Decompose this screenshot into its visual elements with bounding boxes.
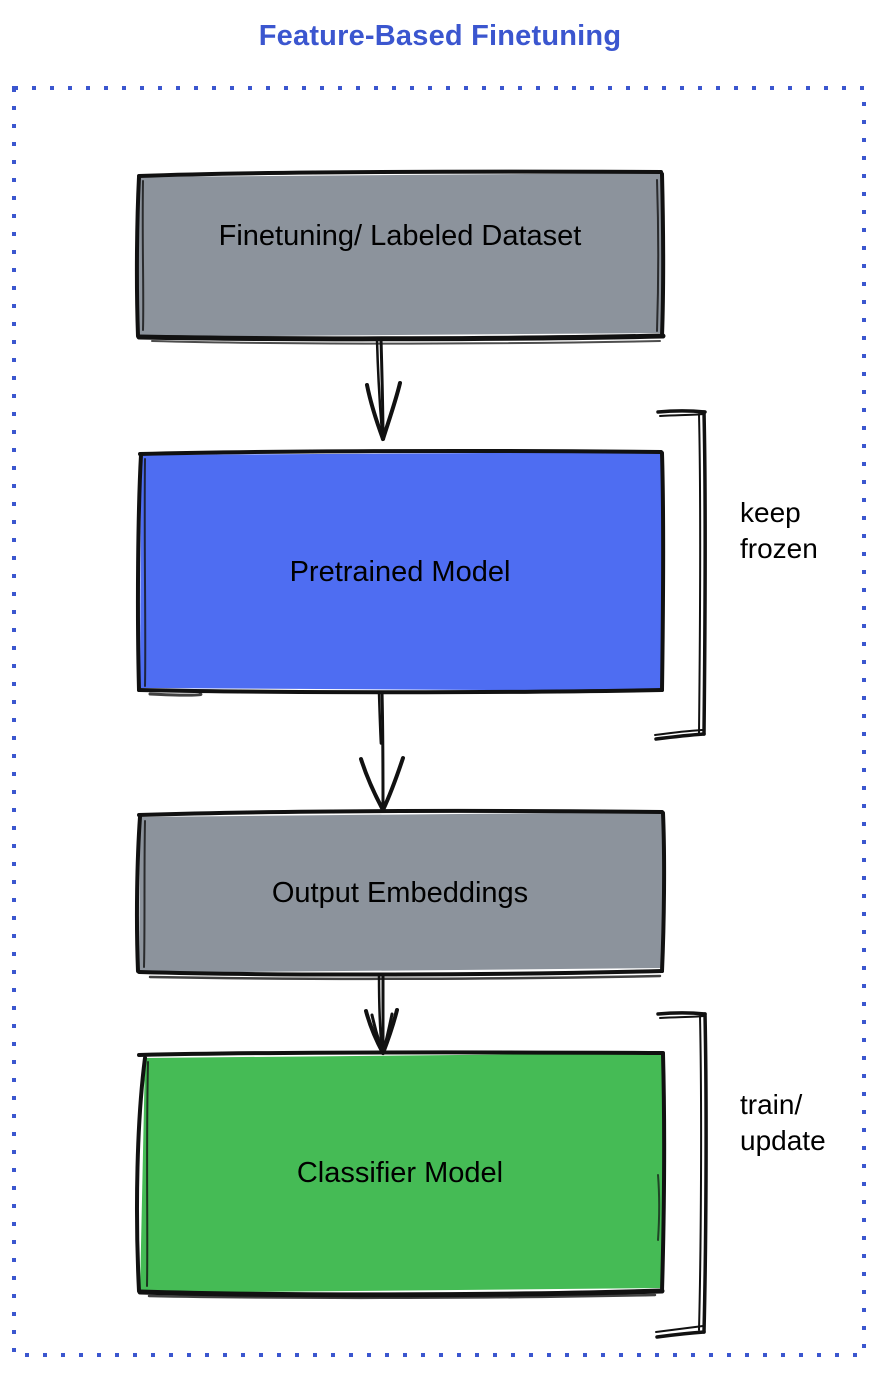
bracket-train-update: [655, 1011, 708, 1339]
bracket-bottom-arm: [655, 1330, 706, 1339]
node-sketch-outline-d: [134, 175, 141, 338]
node-sketch-outline-g: [657, 1174, 661, 1241]
node-sketch-outline-e: [146, 1061, 149, 1287]
bracket-label-train-update: train/ update: [740, 1089, 826, 1156]
node-sketch-outline-c: [137, 688, 664, 695]
bracket-spine-second: [698, 413, 702, 734]
node-sketch-outline-g: [151, 340, 661, 345]
node-sketch-outline-a: [137, 809, 664, 817]
node-sketch-outline-f: [148, 692, 203, 697]
arrow-shaft: [380, 690, 385, 810]
node-sketch-outline-f: [656, 179, 660, 332]
node-sketch-outline-b: [660, 172, 666, 338]
dashed-container-border: [12, 86, 866, 1357]
arrow-dataset-to-pretrained: [365, 337, 402, 441]
node-sketch-outline-e: [141, 180, 145, 331]
arrow-shaft-second-stroke: [375, 338, 384, 434]
node-classifier-model[interactable]: [135, 1050, 667, 1300]
arrow-head-left: [365, 383, 385, 441]
node-fill: [139, 812, 663, 973]
bracket-keep-frozen: [654, 409, 707, 741]
page-title: Feature-Based Finetuning: [258, 20, 622, 52]
node-sketch-outline-b: [660, 1052, 667, 1293]
node-sketch-outline-c: [137, 1288, 665, 1298]
arrow-embeddings-to-classifier: [364, 972, 399, 1055]
node-pretrained-model[interactable]: [135, 448, 666, 697]
node-sketch-outline-d: [135, 1056, 147, 1293]
node-sketch-outline-a: [137, 1050, 665, 1057]
node-sketch-outline-c: [137, 969, 664, 977]
arrow-head-left: [359, 757, 385, 812]
node-sketch-outline-b: [660, 451, 666, 692]
bracket-spine: [702, 410, 707, 736]
node-sketch-outline-b: [660, 811, 667, 973]
node-sketch-outline-a: [137, 169, 663, 178]
node-fill: [140, 452, 663, 691]
node-sketch-outline-e: [143, 458, 147, 687]
bracket-bottom-arm-second: [654, 729, 703, 736]
arrow-head-right-inner: [381, 1012, 394, 1055]
node-sketch-outline-e: [143, 820, 146, 968]
arrow-head-right: [381, 756, 405, 812]
node-sketch-outline-d: [135, 453, 143, 692]
node-fill: [140, 1053, 664, 1293]
bracket-top-arm-second: [659, 413, 705, 417]
node-sketch-outline-a: [138, 448, 663, 456]
arrow-shaft-second-stroke: [377, 691, 383, 745]
node-fill: [138, 173, 663, 337]
arrow-pretrained-to-embeddings: [359, 690, 405, 812]
bracket-spine: [702, 1012, 708, 1334]
bracket-top-arm-second: [659, 1015, 705, 1019]
bracket-bottom-arm-second: [655, 1325, 704, 1333]
node-sketch-outline-f: [148, 974, 662, 981]
node-sketch-outline-c: [136, 333, 666, 342]
bracket-top-arm: [656, 409, 707, 414]
arrow-head-left-inner: [370, 1013, 385, 1055]
node-sketch-outline-d: [134, 815, 142, 973]
node-output-embeddings[interactable]: [134, 809, 667, 981]
bracket-spine-second: [698, 1015, 703, 1331]
bracket-top-arm: [656, 1011, 707, 1016]
arrow-head-right: [381, 381, 402, 441]
node-sketch-outline-f: [147, 1293, 657, 1300]
node-finetuning-dataset[interactable]: [134, 169, 666, 345]
bracket-label-keep-frozen: keep frozen: [740, 497, 818, 564]
bracket-bottom-arm: [654, 732, 706, 741]
